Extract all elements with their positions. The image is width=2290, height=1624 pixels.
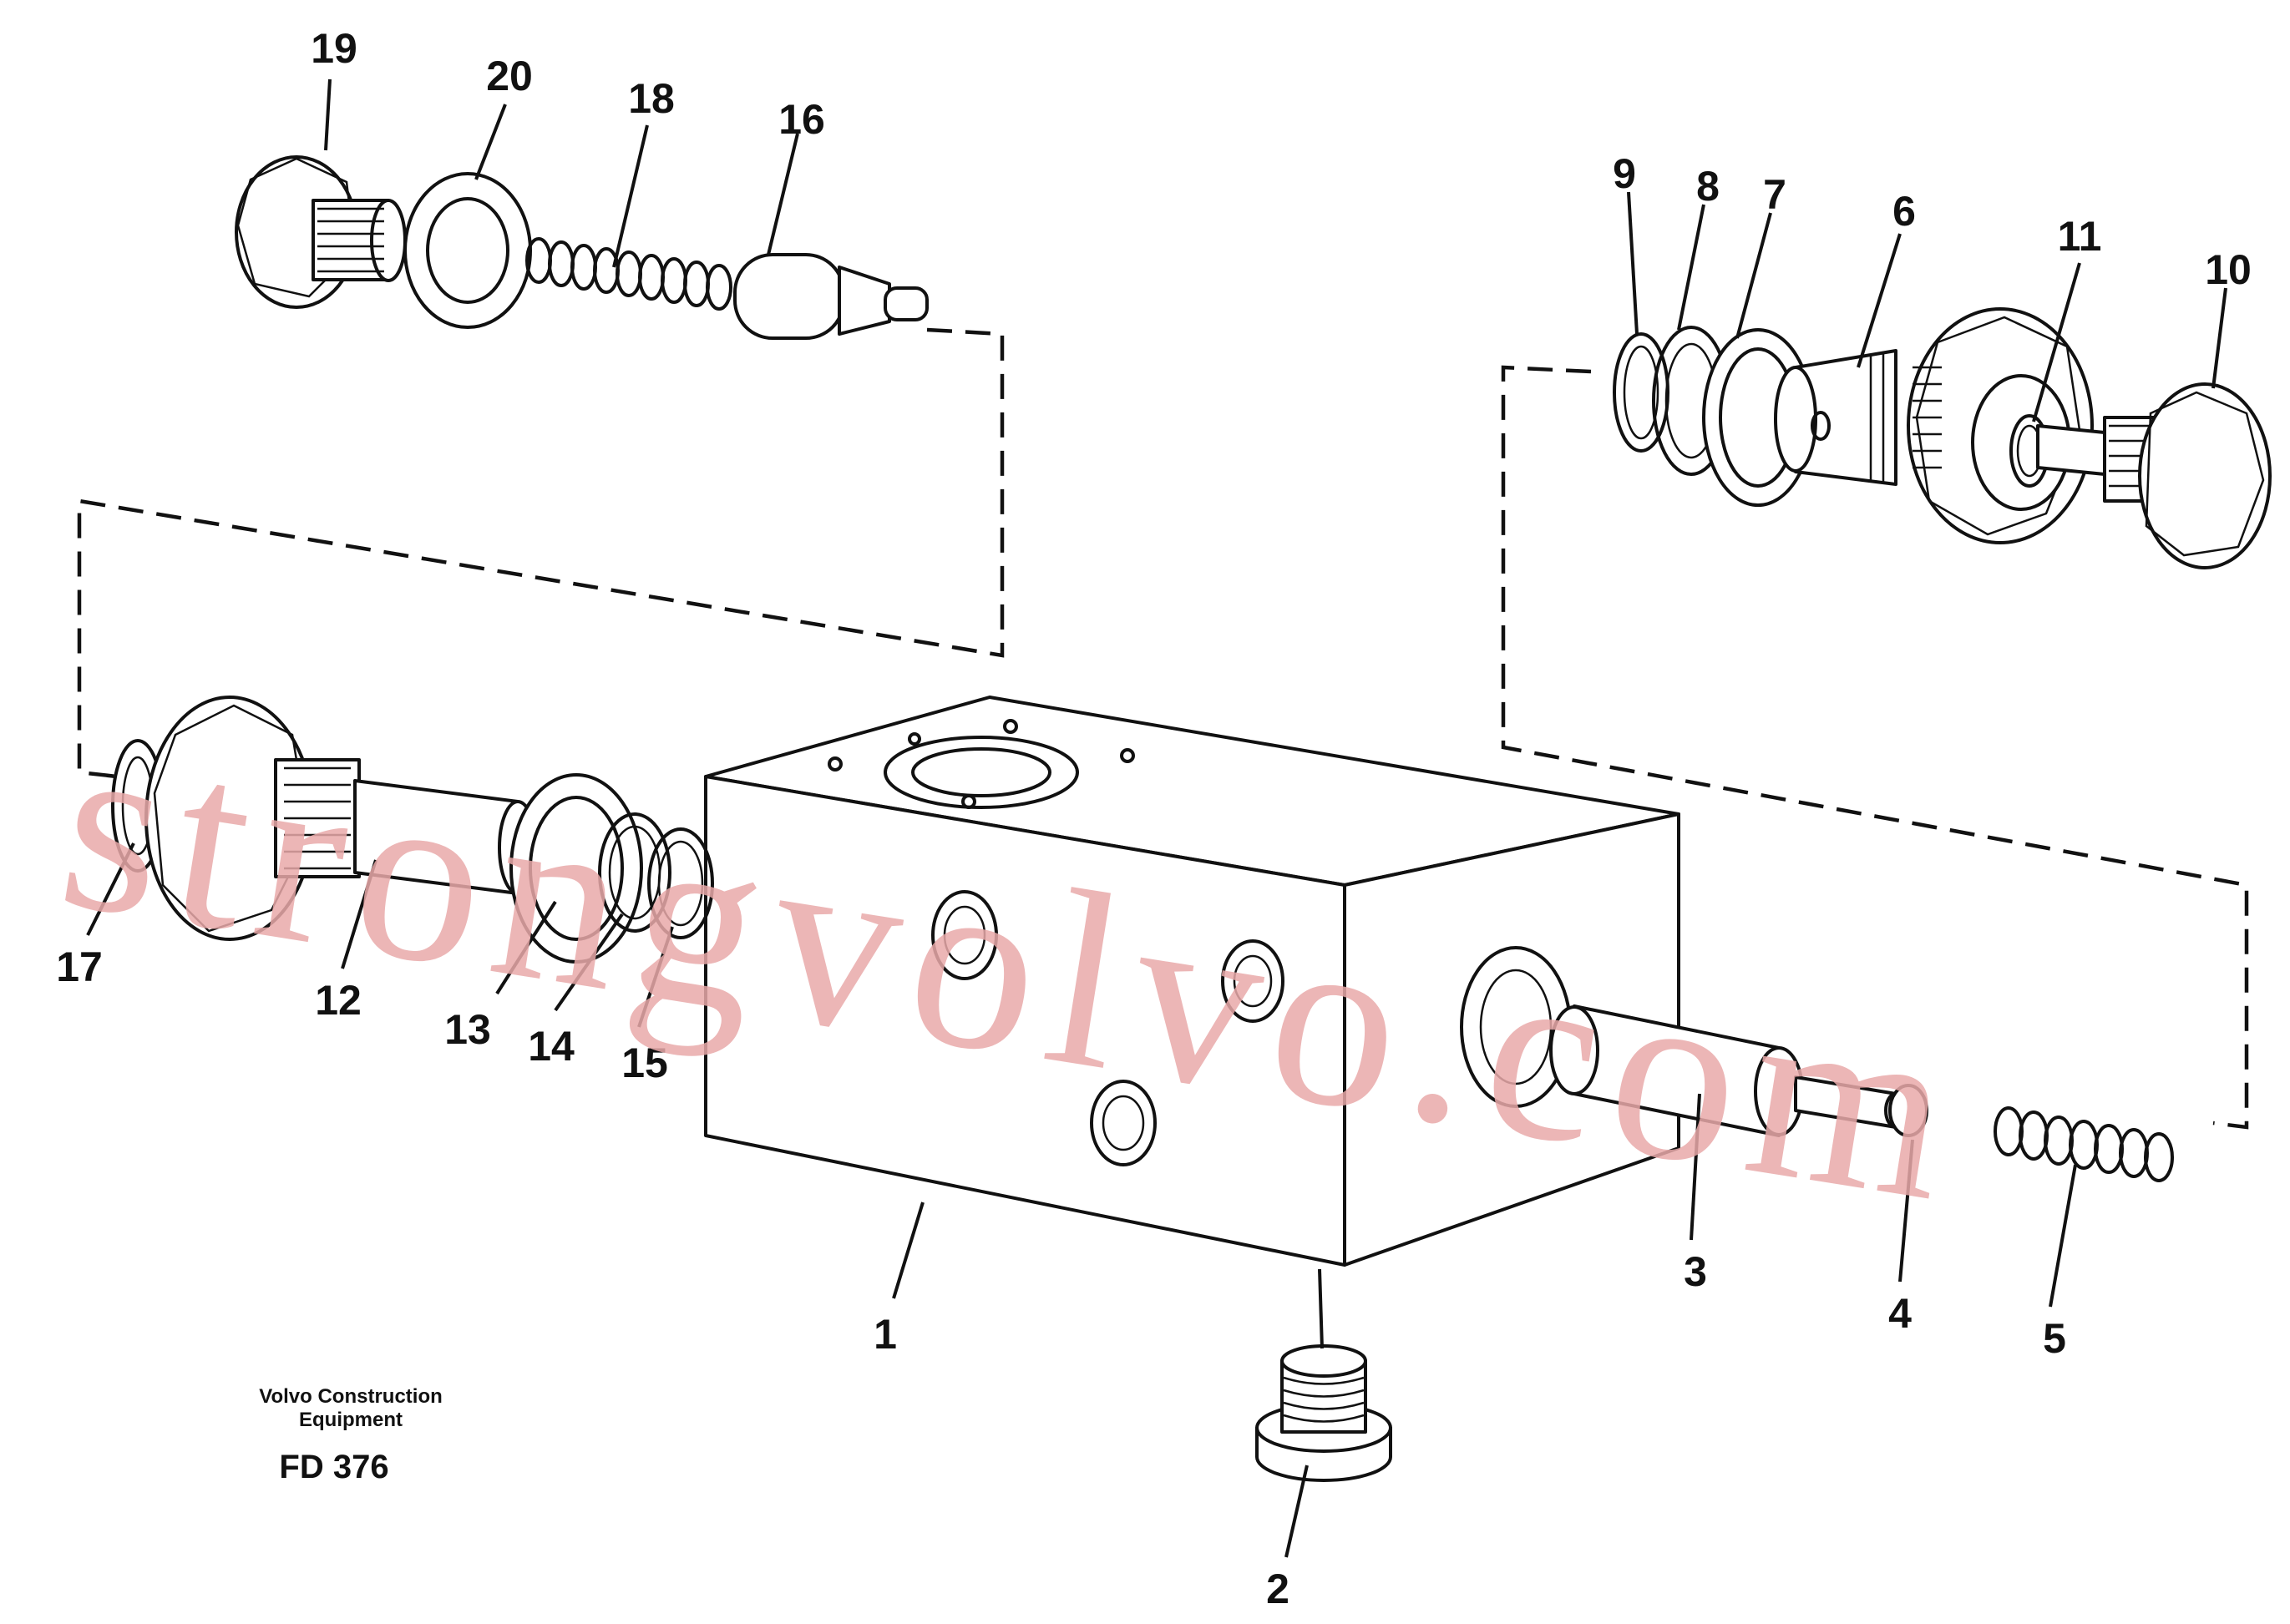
- label-part-14: 14: [528, 1023, 575, 1070]
- label-part-6: 6: [1892, 188, 1916, 235]
- dashed-connector-left: [77, 327, 1005, 779]
- label-part-19: 19: [311, 25, 357, 72]
- label-part-11: 11: [2058, 213, 2102, 260]
- caption-line-1: Volvo Construction: [259, 1385, 443, 1408]
- o-ring-part-15: [647, 827, 714, 939]
- figure-code: FD 376: [279, 1449, 388, 1485]
- caption-block: Volvo Construction Equipment FD 376: [259, 1385, 443, 1485]
- valve-cartridge-part-12: [144, 696, 538, 941]
- part-number-labels: 19 20 18 16 9 8 7 6 11 10 17 12 13 14 15…: [56, 25, 2252, 1612]
- label-part-18: 18: [628, 75, 675, 122]
- label-part-15: 15: [621, 1040, 668, 1086]
- label-part-20: 20: [486, 53, 533, 99]
- label-part-8: 8: [1696, 163, 1720, 210]
- label-part-9: 9: [1613, 150, 1636, 197]
- spring-part-5: [1994, 1106, 2174, 1182]
- poppet-part-16: [733, 253, 929, 340]
- spring-part-18: [525, 237, 732, 311]
- label-part-13: 13: [444, 1006, 491, 1053]
- label-part-7: 7: [1763, 171, 1786, 218]
- label-part-17: 17: [56, 944, 103, 990]
- hex-plug-part-19: [235, 155, 407, 309]
- valve-body-block: [704, 696, 1680, 1267]
- o-ring-part-9: [1613, 332, 1669, 453]
- label-part-1: 1: [874, 1311, 897, 1358]
- leader-lines: [86, 78, 2227, 1558]
- label-part-12: 12: [315, 977, 362, 1024]
- label-part-5: 5: [2043, 1315, 2066, 1362]
- washer-part-4: [1888, 1084, 1928, 1137]
- washer-part-20: [403, 172, 532, 329]
- label-part-2: 2: [1266, 1566, 1289, 1612]
- label-part-10: 10: [2205, 246, 2252, 293]
- label-part-16: 16: [778, 96, 825, 143]
- valve-cartridge-part-6: [1774, 307, 2094, 544]
- label-part-3: 3: [1684, 1248, 1707, 1295]
- dashed-connector-right: [1501, 365, 2249, 1130]
- adjusting-screw-part-10: [2036, 382, 2272, 569]
- plug-part-2: [1255, 1344, 1392, 1482]
- label-part-4: 4: [1888, 1290, 1912, 1337]
- caption-line-2: Equipment: [299, 1409, 403, 1431]
